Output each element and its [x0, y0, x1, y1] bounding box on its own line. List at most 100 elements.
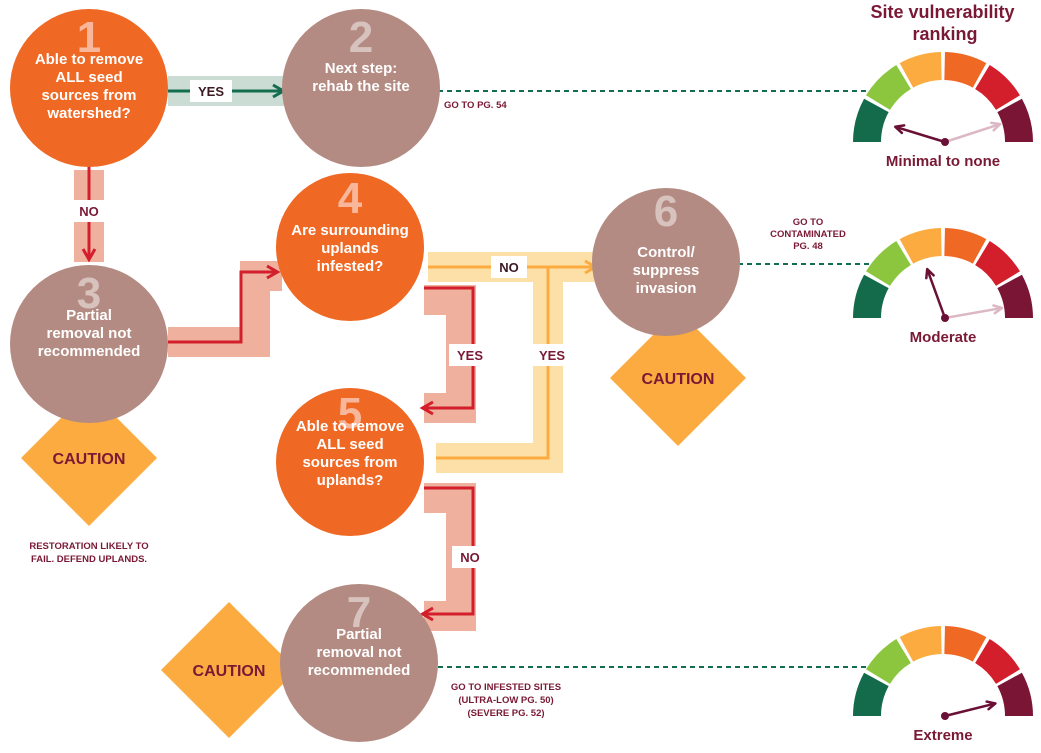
node-text-1-line-2: ALL seed — [55, 69, 122, 86]
gauge-g3-segment-4 — [944, 626, 987, 662]
note-restoration-line-2: FAIL. DEFEND UPLANDS. — [31, 554, 147, 565]
edge-label-bg-no-4-6 — [491, 256, 527, 278]
note-goto-7-line-1: GO TO INFESTED SITES — [451, 682, 561, 693]
gauge-g2-label: Moderate — [910, 329, 977, 346]
node-text-2-line-2: rehab the site — [312, 78, 410, 95]
edge-label-no-5-7: NO — [460, 550, 480, 565]
node-circle-3 — [10, 265, 168, 423]
node-circle-6 — [592, 188, 740, 336]
gauge-g1-segment-2 — [866, 65, 911, 110]
node-number-3: 3 — [77, 269, 101, 318]
gauge-g1-arrowhead — [894, 124, 906, 135]
arrow-3-4 — [168, 264, 281, 344]
gauge-g1-hub — [941, 138, 949, 146]
gauge-g3-segment-6 — [997, 672, 1033, 716]
node-text-6-line-2: suppress — [633, 262, 700, 279]
caution-label-6: CAUTION — [642, 371, 715, 388]
note-goto-6-line-2: CONTAMINATED — [770, 229, 846, 240]
edge-label-bg-no-1-3 — [72, 200, 106, 222]
note-restoration-line-1: RESTORATION LIKELY TO — [29, 541, 148, 552]
gauge-g1-secondary-needle — [944, 122, 1001, 144]
gauge-g1-segment-5 — [975, 65, 1020, 110]
gauge-g3-label: Extreme — [913, 727, 972, 744]
note-goto-6-line-3: PG. 48 — [793, 241, 823, 252]
notes: RESTORATION LIKELY TO FAIL. DEFEND UPLAND… — [29, 100, 846, 719]
gauge-g1-label: Minimal to none — [886, 153, 1000, 170]
gauge-g2-segment-4 — [944, 228, 987, 264]
node-circle-4 — [276, 173, 424, 321]
gauge-g1-segment-6 — [997, 98, 1033, 142]
gauge-g2-arrowhead — [925, 267, 935, 280]
node-text-1-line-1: Able to remove — [35, 51, 143, 68]
gauge-g1-secondary-arrowhead — [989, 121, 1002, 132]
gauge-g3-segment-5 — [975, 639, 1020, 684]
title-line-2: ranking — [912, 24, 977, 44]
node-number-6: 6 — [654, 187, 678, 236]
caution-diamond-3: CAUTION — [21, 390, 157, 526]
gauge-g1: Minimal to none — [853, 52, 1033, 170]
gauge-g2-segment-6 — [997, 274, 1033, 318]
node-text-5-line-3: sources from — [302, 454, 397, 471]
gauge-g3-hub — [941, 712, 949, 720]
node-number-4: 4 — [338, 174, 363, 223]
edge-label-bg-no-5-7 — [452, 546, 488, 568]
edge-label-bg-yes-1-2 — [190, 80, 232, 102]
gauge-g2-needle — [926, 268, 947, 319]
node-text-5-line-2: ALL seed — [316, 436, 383, 453]
edge-label-no-4-6: NO — [499, 260, 519, 275]
node-circle-1 — [10, 9, 168, 167]
node-text-2-line-1: Next step: — [325, 60, 398, 77]
caution-diamond-7: CAUTION — [161, 602, 297, 738]
gauge-g3-arrowhead — [985, 700, 997, 711]
node-text-7-line-2: removal not — [316, 644, 401, 661]
caution-label-7: CAUTION — [193, 663, 266, 680]
note-goto-6-line-1: GO TO — [793, 217, 823, 228]
node-text-4-line-2: uplands — [321, 240, 379, 257]
node-text-3-line-1: Partial — [66, 307, 112, 324]
gauge-g2-segment-5 — [975, 241, 1020, 286]
edge-label-yes-4-5: YES — [457, 348, 483, 363]
node-text-4-line-1: Are surrounding — [291, 222, 409, 239]
node-number-2: 2 — [349, 13, 373, 62]
edge-label-no-1-3: NO — [79, 204, 99, 219]
leader-lines — [438, 90, 882, 668]
edge-label-bg-yes-4-5 — [449, 344, 491, 366]
node-text-5-line-1: Able to remove — [296, 418, 404, 435]
node-text-7-line-1: Partial — [336, 626, 382, 643]
node-text-6-line-1: Control/ — [637, 244, 695, 261]
node-text-4-line-3: infested? — [317, 258, 384, 275]
note-goto-2-line-1: GO TO PG. 54 — [444, 100, 507, 111]
gauge-g1-segment-3 — [899, 52, 942, 88]
node-text-1-line-4: watershed? — [46, 105, 130, 122]
gauge-g1-segment-4 — [944, 52, 987, 88]
edge-label-bg-yes-5-6 — [531, 344, 573, 366]
edge-label-yes-1-2: YES — [198, 84, 224, 99]
gauge-g2-hub — [941, 314, 949, 322]
gauge-g2-secondary-needle — [944, 306, 1003, 320]
gauge-g2-secondary-arrowhead — [992, 304, 1004, 315]
edge-label-yes-5-6: YES — [539, 348, 565, 363]
gauge-g3-needle — [944, 702, 996, 718]
gauge-g3: Extreme — [853, 626, 1033, 744]
note-goto-7-line-3: (SEVERE PG. 52) — [467, 708, 544, 719]
gauge-g3-segment-3 — [899, 626, 942, 662]
node-number-5: 5 — [338, 389, 362, 438]
node-circle-2 — [282, 9, 440, 167]
node-number-7: 7 — [347, 588, 371, 637]
title-line-1: Site vulnerability — [870, 2, 1014, 22]
gauge-g1-segment-1 — [853, 98, 889, 142]
caution-label-3: CAUTION — [53, 451, 126, 468]
gauge-g3-segment-2 — [866, 639, 911, 684]
node-text-5-line-4: uplands? — [317, 472, 384, 489]
note-goto-7-line-2: (ULTRA-LOW PG. 50) — [458, 695, 553, 706]
arrow-yes-5-6 — [436, 267, 550, 460]
node-number-1: 1 — [77, 13, 101, 62]
